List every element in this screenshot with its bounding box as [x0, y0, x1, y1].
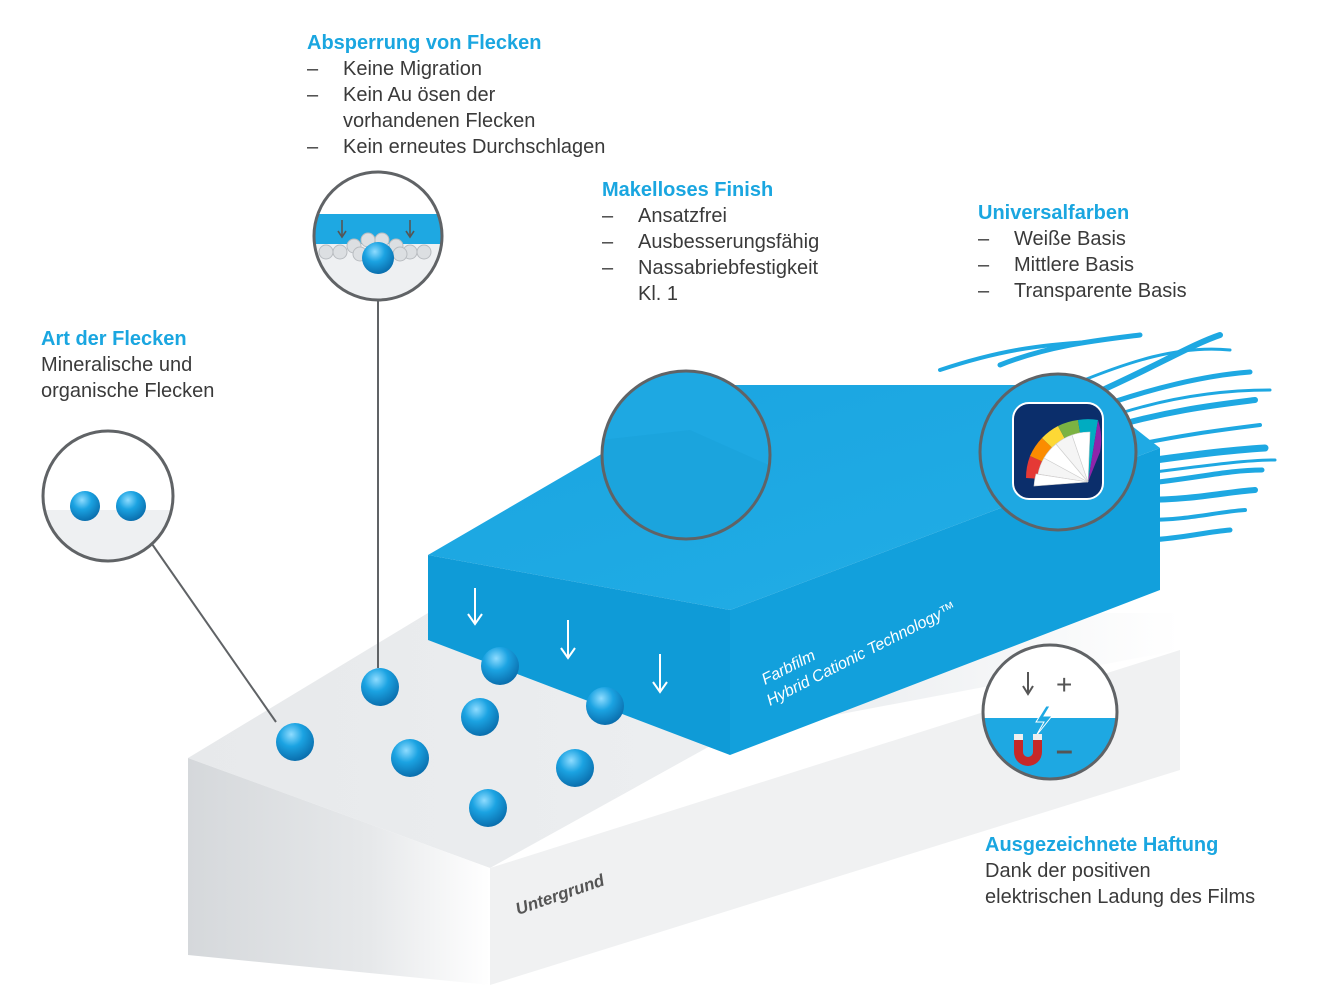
- dash-bullet: –: [978, 280, 990, 302]
- label-haftung: Ausgezeichnete Haftung Dank der positive…: [985, 832, 1255, 910]
- arrow-down-icon: [467, 588, 668, 694]
- film-front-face: [428, 555, 730, 755]
- minus-sign: –: [1056, 734, 1073, 767]
- dash-bullet: –: [307, 84, 319, 106]
- list-item: – Ansatzfrei: [602, 203, 819, 229]
- color-fan-icon: [1012, 402, 1104, 500]
- list-item: – Kein erneutes Durchschlagen: [307, 134, 605, 160]
- list-item-text: Transparente Basis: [1014, 280, 1187, 302]
- list-item-text: Keine Migration: [343, 58, 482, 80]
- label-title: Ausgezeichnete Haftung: [985, 834, 1219, 856]
- callout-universal-colors: [978, 372, 1138, 532]
- list-item: – Mittlere Basis: [978, 252, 1187, 278]
- stain-droplet: [586, 687, 624, 725]
- label-universal: Universalfarben – Weiße Basis – Mittlere…: [978, 200, 1187, 304]
- callout-lines: [151, 300, 379, 723]
- dash-bullet: –: [307, 136, 319, 158]
- dash-bullet: –: [978, 228, 990, 250]
- arrow-down-icon: [337, 220, 415, 239]
- label-line: Dank der positiven: [985, 860, 1151, 882]
- stain-droplet: [469, 789, 507, 827]
- label-art: Art der Flecken Mineralische und organis…: [41, 326, 214, 404]
- dash-bullet: –: [602, 205, 614, 227]
- brush-strokes: [938, 332, 1277, 543]
- list-item-text: Ausbesserungsfähig: [638, 231, 820, 253]
- stain-droplet: [391, 739, 429, 777]
- dash-bullet: –: [307, 58, 319, 80]
- dash-bullet: –: [978, 254, 990, 276]
- label-line: elektrischen Ladung des Films: [985, 886, 1256, 908]
- label-title: Universalfarben: [978, 202, 1130, 224]
- list-item: – Ausbesserungsfähig: [602, 229, 819, 255]
- list-item-text: Kein erneutes Durchschlagen: [343, 136, 606, 158]
- list-item: – Kein Au ösen der vorhandenen Flecken: [307, 82, 605, 134]
- label-title: Makelloses Finish: [602, 179, 774, 201]
- list-item-text: Mittlere Basis: [1014, 254, 1135, 276]
- lightning-icon: [1035, 705, 1054, 737]
- label-absperrung: Absperrung von Flecken – Keine Migration…: [307, 30, 605, 160]
- label-line: organische Flecken: [41, 380, 215, 402]
- list-item: – Transparente Basis: [978, 278, 1187, 304]
- list-item: – Nassabriebfestigkeit Kl. 1: [602, 255, 819, 307]
- label-line: Mineralische und: [41, 354, 193, 376]
- label-finish: Makelloses Finish – Ansatzfrei – Ausbess…: [602, 177, 819, 307]
- plus-sign: +: [1056, 669, 1072, 700]
- list-item-text: Weiße Basis: [1014, 228, 1126, 250]
- stain-droplet: [276, 723, 314, 761]
- dash-bullet: –: [602, 231, 614, 253]
- list-item: – Weiße Basis: [978, 226, 1187, 252]
- stain-droplet: [461, 698, 499, 736]
- list-item-text: Nassabriebfestigkeit Kl. 1: [638, 257, 819, 305]
- magnet-icon: [1014, 734, 1042, 766]
- stain-droplets: [276, 647, 624, 827]
- label-title: Absperrung von Flecken: [307, 32, 542, 54]
- substrate-front-face: [188, 758, 490, 985]
- callout-stain-blocking: [312, 170, 444, 302]
- list-item: – Keine Migration: [307, 56, 605, 82]
- film-top-face: [428, 385, 1160, 610]
- list-item-text: Kein Au ösen der vorhandenen Flecken: [343, 84, 536, 132]
- arrow-down-icon: [1022, 672, 1034, 696]
- label-title: Art der Flecken: [41, 328, 187, 350]
- stain-droplet: [556, 749, 594, 787]
- dash-bullet: –: [602, 257, 614, 279]
- callout-flawless-finish: [600, 369, 772, 541]
- stain-droplet: [481, 647, 519, 685]
- callout-stain-types: [41, 429, 175, 563]
- list-item-text: Ansatzfrei: [638, 205, 727, 227]
- stain-droplet: [361, 668, 399, 706]
